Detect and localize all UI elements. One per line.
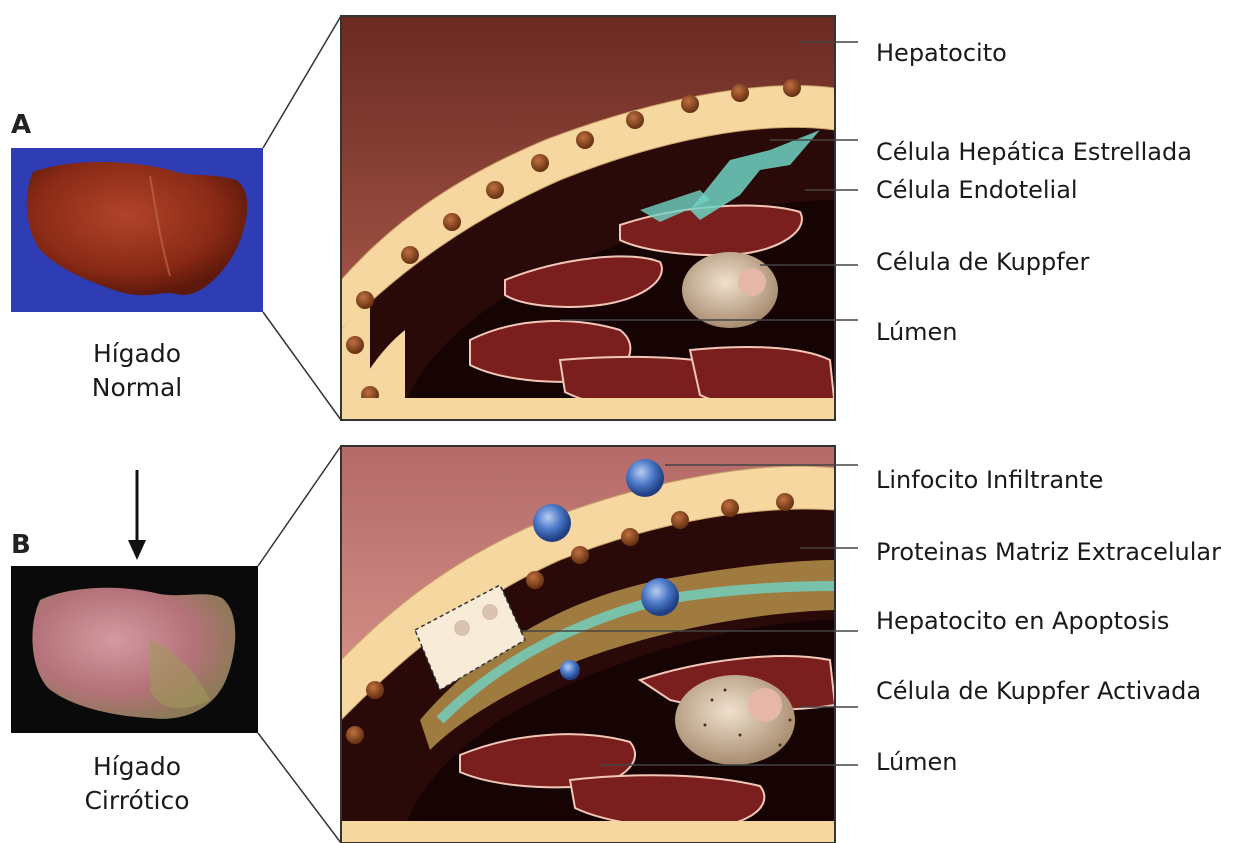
zoom-line: [263, 312, 341, 420]
caption-line: Hígado: [37, 750, 237, 784]
label-infiltrating-lymphocyte: Linfocito Infiltrante: [876, 465, 1103, 495]
label-lumen: Lúmen: [876, 317, 958, 347]
label-stellate-cell: Célula Hepática Estrellada: [876, 137, 1192, 167]
panel-letter-b: B: [11, 530, 31, 560]
zoom-line: [258, 446, 341, 566]
caption-line: Normal: [37, 371, 237, 405]
label-endothelial-cell: Célula Endotelial: [876, 175, 1078, 205]
label-extracellular-matrix: Proteinas Matriz Extracelular: [876, 537, 1221, 567]
zoom-line: [258, 733, 341, 843]
label-activated-kupffer-cell: Célula de Kuppfer Activada: [876, 676, 1201, 706]
arrow-down-icon: [128, 540, 146, 560]
cirrhotic-liver-caption: Hígado Cirrótico: [37, 750, 237, 818]
caption-line: Hígado: [37, 337, 237, 371]
panel-letter-a: A: [11, 110, 31, 140]
zoom-line: [263, 16, 341, 148]
caption-line: Cirrótico: [37, 784, 237, 818]
cirrhotic-tissue-illustration: [341, 446, 835, 843]
label-apoptotic-hepatocyte: Hepatocito en Apoptosis: [876, 606, 1169, 636]
normal-liver-caption: Hígado Normal: [37, 337, 237, 405]
label-kupffer-cell: Célula de Kuppfer: [876, 247, 1089, 277]
label-hepatocyte: Hepatocito: [876, 38, 1007, 68]
label-lumen: Lúmen: [876, 747, 958, 777]
normal-tissue-illustration: [341, 16, 835, 420]
